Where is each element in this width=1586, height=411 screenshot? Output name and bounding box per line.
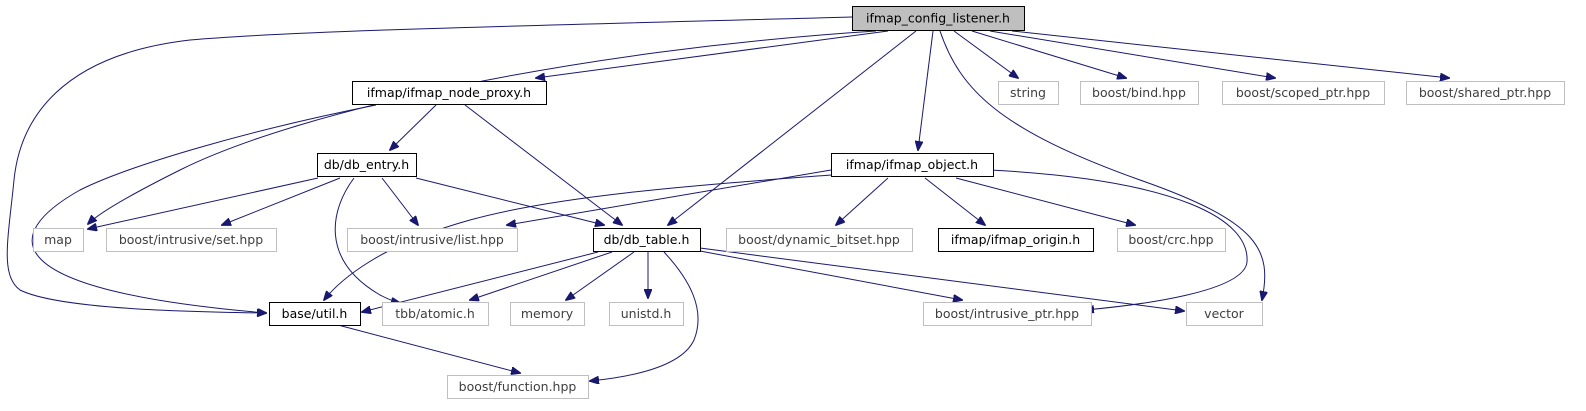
edge-base_util-to-function: [337, 324, 520, 373]
node-box: [510, 302, 585, 326]
edge-root-to-scoped_ptr: [989, 30, 1275, 78]
edge-ifmap_object-to-dynamic_bitset: [836, 177, 889, 225]
edge-db_entry-to-tbb_atomic: [334, 177, 400, 303]
edge-root-to-ifmap_object: [918, 30, 934, 150]
node-bind[interactable]: boost/bind.hpp: [1080, 81, 1199, 105]
node-box: [352, 81, 547, 105]
node-box: [106, 228, 277, 252]
edge-db_entry-to-intrusive_set: [222, 177, 341, 225]
node-label: ifmap/ifmap_node_proxy.h: [367, 85, 531, 100]
node-label: boost/intrusive_ptr.hpp: [935, 306, 1079, 321]
node-box: [447, 375, 589, 399]
node-tbb-atomic[interactable]: tbb/atomic.h: [382, 302, 489, 326]
node-box: [831, 153, 994, 177]
node-box: [382, 302, 489, 326]
node-label: boost/dynamic_bitset.hpp: [738, 232, 900, 247]
node-box: [998, 81, 1059, 105]
node-shared-ptr[interactable]: boost/shared_ptr.hpp: [1406, 81, 1565, 105]
node-intrusive-list[interactable]: boost/intrusive/list.hpp: [347, 228, 518, 252]
node-box: [609, 302, 684, 326]
edge-ifmap_object-to-ifmap_origin: [924, 177, 985, 225]
node-scoped-ptr[interactable]: boost/scoped_ptr.hpp: [1222, 81, 1385, 105]
node-box: [938, 228, 1094, 252]
edge-db_entry-to-db_table: [415, 177, 604, 225]
node-unistd[interactable]: unistd.h: [609, 302, 684, 326]
node-box: [1222, 81, 1385, 105]
node-box: [269, 302, 361, 326]
node-label: vector: [1204, 306, 1245, 321]
edge-root-to-map: [88, 30, 877, 224]
edge-db_table-to-tbb_atomic: [470, 251, 613, 300]
node-box: [347, 228, 518, 252]
node-ifmap-object[interactable]: ifmap/ifmap_object.h: [831, 153, 994, 177]
node-db-table[interactable]: db/db_table.h: [593, 228, 701, 252]
node-box: [1117, 228, 1226, 252]
node-label: boost/intrusive/list.hpp: [360, 232, 504, 247]
node-box: [33, 228, 84, 252]
node-box: [593, 228, 701, 252]
node-box: [1080, 81, 1199, 105]
node-label: memory: [521, 306, 574, 321]
node-label: boost/scoped_ptr.hpp: [1236, 85, 1370, 100]
node-label: boost/shared_ptr.hpp: [1419, 85, 1551, 100]
edge-ifmap_object-to-intrusive_ptr: [989, 169, 1248, 310]
node-intrusive-set[interactable]: boost/intrusive/set.hpp: [106, 228, 277, 252]
node-box: [317, 153, 417, 177]
edge-ifmap_object-to-base_util: [324, 174, 832, 300]
edge-ifmap_object-to-crc: [955, 177, 1135, 225]
node-box: [923, 302, 1092, 326]
node-label: string: [1010, 85, 1046, 100]
node-label: map: [44, 232, 72, 247]
edge-db_table-to-function: [590, 251, 699, 381]
edge-root-to-string: [953, 30, 1018, 78]
node-label: unistd.h: [621, 306, 672, 321]
node-label: ifmap/ifmap_origin.h: [951, 232, 1080, 247]
node-crc[interactable]: boost/crc.hpp: [1117, 228, 1226, 252]
node-label: boost/function.hpp: [459, 379, 577, 394]
edge-db_entry-to-intrusive_list: [381, 177, 418, 225]
edge-db_table-to-memory: [566, 251, 635, 300]
edge-db_entry-to-map: [88, 177, 319, 229]
edge-node_proxy-to-base_util: [31, 104, 377, 313]
node-node-proxy[interactable]: ifmap/ifmap_node_proxy.h: [352, 81, 547, 105]
edges-layer: [6, 16, 1449, 381]
node-label: ifmap_config_listener.h: [866, 11, 1010, 26]
edge-root-to-bind: [971, 30, 1126, 78]
node-base-util[interactable]: base/util.h: [269, 302, 361, 326]
edge-root-to-node_proxy: [536, 30, 889, 78]
node-dynamic-bitset[interactable]: boost/dynamic_bitset.hpp: [726, 228, 913, 252]
node-label: base/util.h: [282, 306, 348, 321]
node-db-entry[interactable]: db/db_entry.h: [317, 153, 417, 177]
edge-node_proxy-to-db_table: [464, 104, 622, 225]
node-root[interactable]: ifmap_config_listener.h: [852, 6, 1025, 31]
node-ifmap-origin[interactable]: ifmap/ifmap_origin.h: [938, 228, 1094, 252]
edge-root-to-base_util: [6, 16, 853, 313]
nodes-layer: ifmap_config_listener.h ifmap/ifmap_node_…: [33, 6, 1565, 399]
node-box: [1406, 81, 1565, 105]
node-string[interactable]: string: [998, 81, 1059, 105]
edge-node_proxy-to-db_entry: [390, 104, 437, 150]
edge-db_table-to-vector: [699, 247, 1184, 311]
node-box: [1186, 302, 1263, 326]
node-vector[interactable]: vector: [1186, 302, 1263, 326]
node-label: ifmap/ifmap_object.h: [846, 157, 978, 172]
node-map[interactable]: map: [33, 228, 84, 252]
node-label: boost/bind.hpp: [1092, 85, 1186, 100]
node-label: tbb/atomic.h: [395, 306, 475, 321]
node-box: [726, 228, 913, 252]
node-memory[interactable]: memory: [510, 302, 585, 326]
node-box: [852, 6, 1025, 31]
edge-root-to-vector: [939, 30, 1265, 300]
edge-db_table-to-intrusive_ptr: [699, 250, 962, 300]
node-label: boost/intrusive/set.hpp: [119, 232, 263, 247]
node-label: db/db_table.h: [604, 232, 690, 247]
node-function[interactable]: boost/function.hpp: [447, 375, 589, 399]
node-label: boost/crc.hpp: [1128, 232, 1213, 247]
edge-root-to-shared_ptr: [1011, 30, 1449, 78]
node-intrusive-ptr[interactable]: boost/intrusive_ptr.hpp: [923, 302, 1092, 326]
node-label: db/db_entry.h: [324, 157, 409, 172]
edge-root-to-db_table: [668, 30, 917, 225]
